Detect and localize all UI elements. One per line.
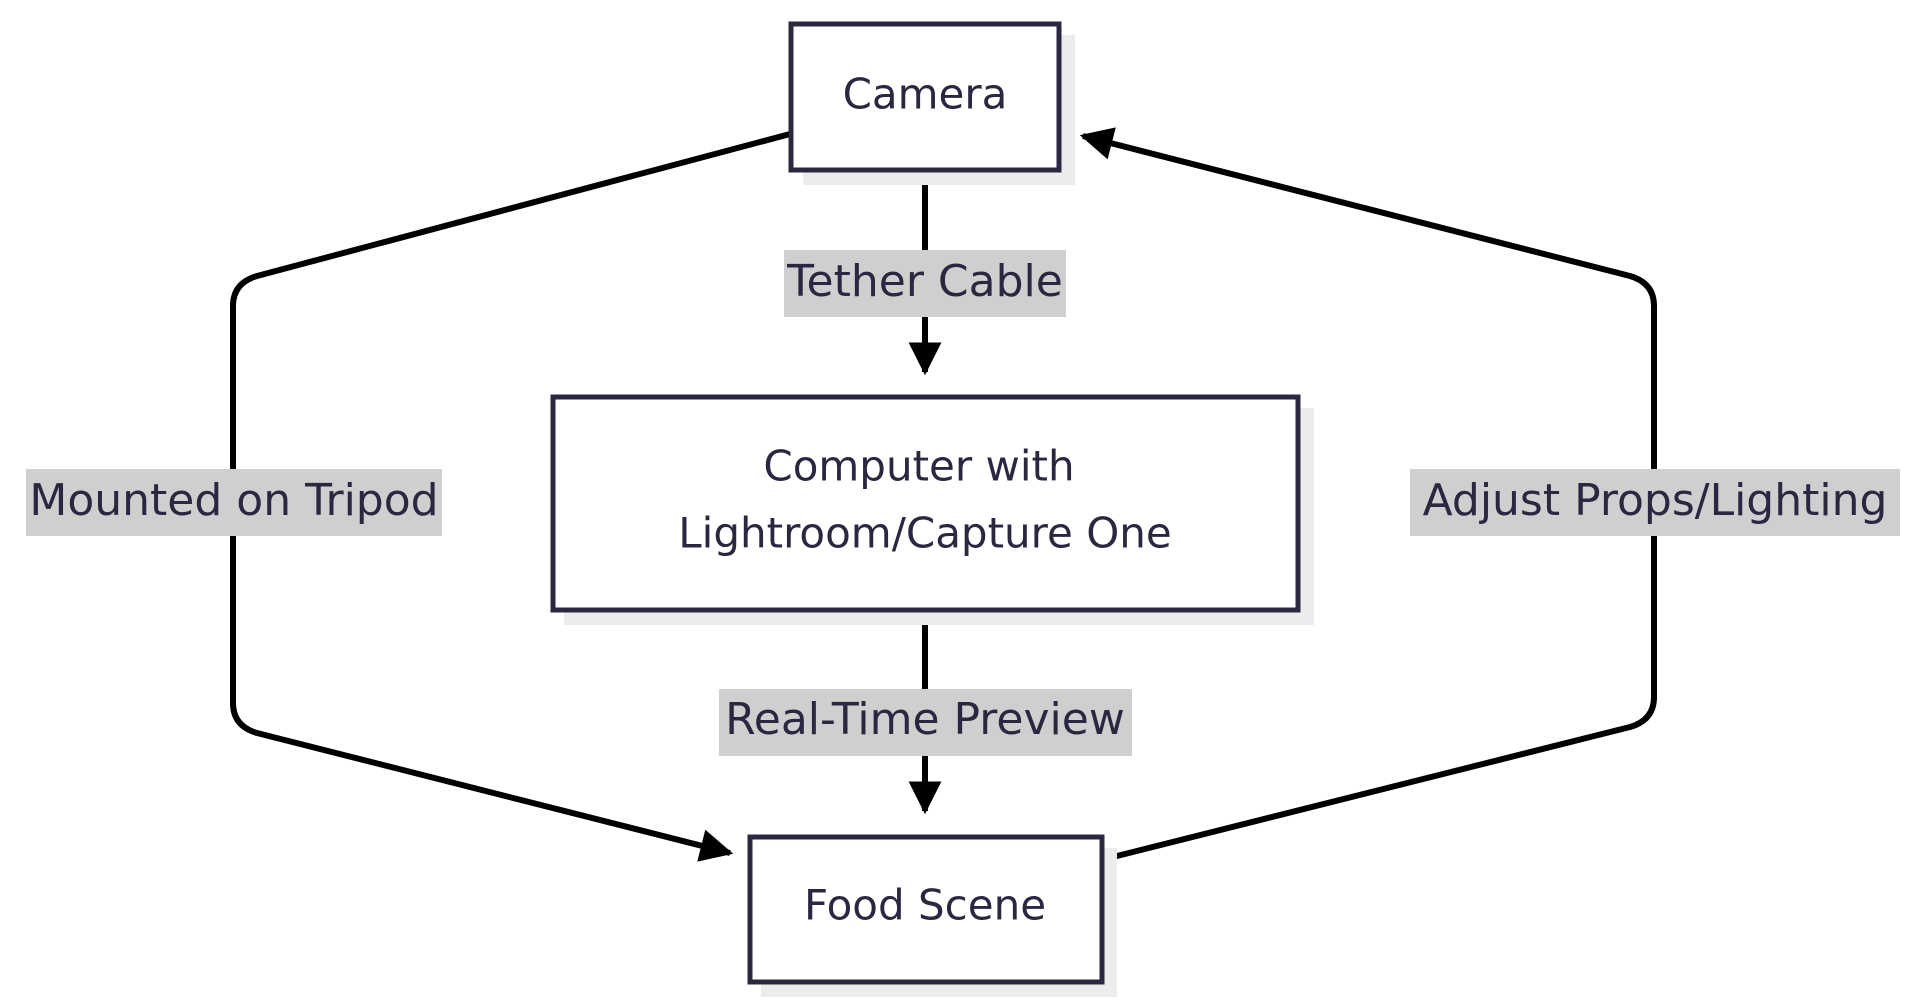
edge-label-real-time-preview-text: Real-Time Preview — [725, 694, 1125, 745]
edge-label-mounted-on-tripod: Mounted on Tripod — [26, 469, 442, 536]
edge-label-mounted-on-tripod-text: Mounted on Tripod — [29, 475, 438, 526]
node-camera: Camera — [788, 21, 1075, 185]
node-computer-label-line1: Computer with — [763, 442, 1074, 491]
edge-label-tether-cable-text: Tether Cable — [786, 256, 1063, 307]
node-computer: Computer with Lightroom/Capture One — [550, 394, 1314, 625]
edge-label-real-time-preview: Real-Time Preview — [719, 689, 1132, 756]
edge-label-tether-cable: Tether Cable — [784, 250, 1066, 317]
node-camera-label: Camera — [843, 70, 1008, 119]
node-computer-label-line2: Lightroom/Capture One — [678, 509, 1171, 558]
node-food-scene: Food Scene — [747, 834, 1117, 997]
node-food-scene-label: Food Scene — [804, 881, 1046, 930]
edge-label-adjust-props-lighting-text: Adjust Props/Lighting — [1423, 475, 1888, 526]
edge-label-adjust-props-lighting: Adjust Props/Lighting — [1410, 469, 1900, 536]
